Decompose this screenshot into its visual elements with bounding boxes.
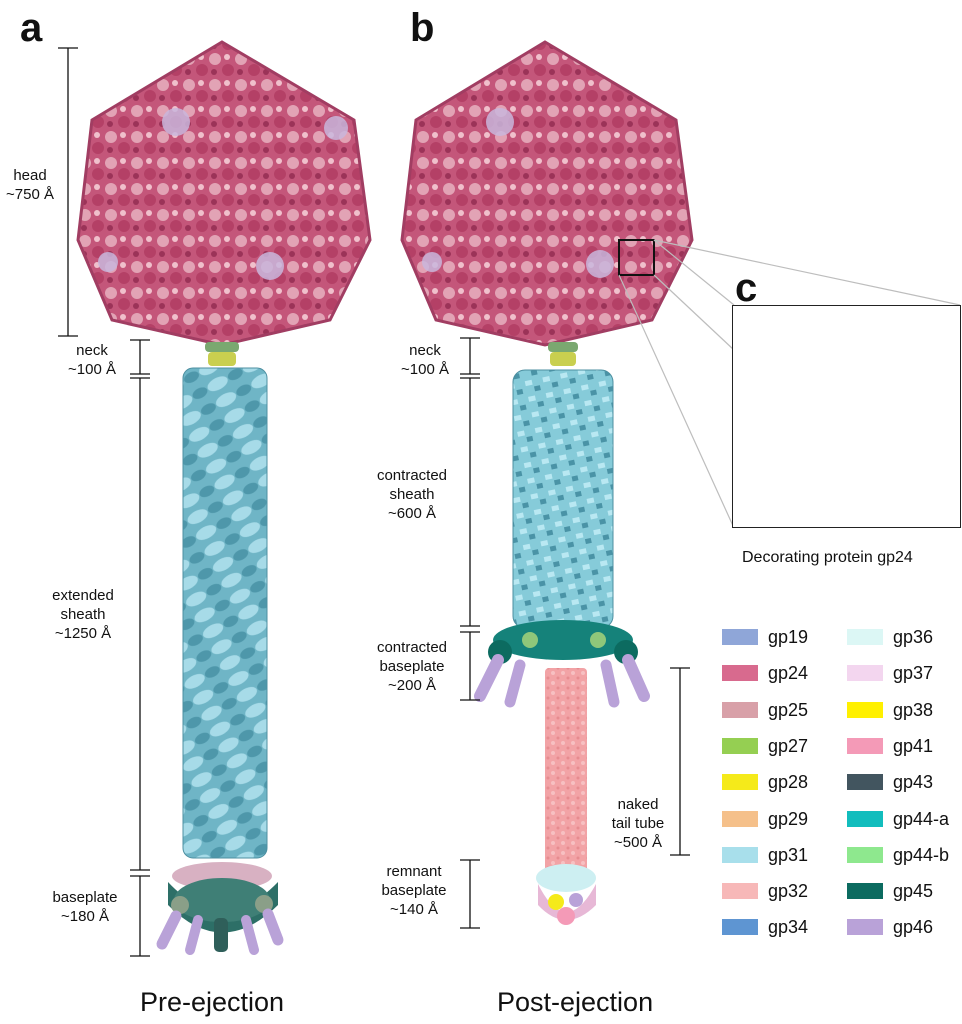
legend-label: gp45 <box>893 881 934 902</box>
legend-swatch <box>847 919 883 936</box>
legend-swatch <box>847 846 883 863</box>
legend-item: gp44-a <box>847 809 949 829</box>
legend-swatch <box>847 774 883 791</box>
legend-label: gp38 <box>893 699 934 720</box>
legend-item: gp41 <box>847 736 933 756</box>
legend-item: gp34 <box>722 917 808 937</box>
inset-panel-c <box>732 305 961 528</box>
legend-label: gp37 <box>893 663 934 684</box>
label-tube-b: naked tail tube ~500 Å <box>611 796 665 851</box>
panel-label-c: c <box>735 266 758 310</box>
head-capsid-a <box>76 40 372 347</box>
legend-item: gp37 <box>847 663 933 683</box>
legend-item: gp46 <box>847 917 933 937</box>
legend-label: gp32 <box>768 881 809 902</box>
legend-swatch <box>722 846 758 863</box>
legend-swatch <box>847 737 883 754</box>
neck-b <box>548 342 578 366</box>
legend-swatch <box>722 629 758 645</box>
scale-bars <box>58 47 690 957</box>
legend-swatch <box>847 629 883 645</box>
legend-swatch <box>722 810 758 827</box>
contracted-baseplate-b <box>474 620 650 708</box>
panel-label-b: b <box>410 6 435 50</box>
contracted-sheath-b <box>512 369 614 629</box>
legend-label: gp25 <box>768 699 809 720</box>
legend-swatch <box>847 810 883 827</box>
legend-swatch <box>847 701 883 718</box>
legend-label: gp28 <box>768 772 809 793</box>
legend-label: gp46 <box>893 917 934 938</box>
legend-item: gp24 <box>722 663 808 683</box>
legend-item: gp29 <box>722 809 808 829</box>
remnant-baseplate-b <box>536 864 596 925</box>
legend-item: gp31 <box>722 845 808 865</box>
legend-item: gp43 <box>847 772 933 792</box>
legend-swatch <box>847 665 883 682</box>
legend-swatch <box>722 737 758 754</box>
legend-item: gp27 <box>722 736 808 756</box>
label-baseplate-b: contracted baseplate ~200 Å <box>376 639 448 694</box>
legend-swatch <box>847 883 883 900</box>
legend-label: gp36 <box>893 627 934 647</box>
extended-sheath-a <box>182 367 268 859</box>
label-baseplate-a: baseplate ~180 Å <box>52 889 118 925</box>
label-sheath-a: extended sheath ~1250 Å <box>52 587 114 642</box>
legend-item: gp44-b <box>847 845 949 865</box>
legend-swatch <box>722 919 758 936</box>
head-capsid-b <box>400 40 694 347</box>
legend-label: gp19 <box>768 627 809 647</box>
caption-post-ejection: Post-ejection <box>497 987 654 1017</box>
legend-label: gp29 <box>768 808 809 829</box>
legend-item: gp25 <box>722 700 808 720</box>
naked-tail-tube-b <box>545 668 587 873</box>
legend-item: gp36 <box>847 627 933 647</box>
legend-label: gp44-b <box>893 844 950 865</box>
neck-a <box>205 342 239 366</box>
legend-label: gp27 <box>768 735 809 756</box>
legend-label: gp41 <box>893 735 934 756</box>
legend-label: gp44-a <box>893 808 950 829</box>
zoom-lines <box>618 239 961 529</box>
label-head-a: head ~750 Å <box>6 167 54 203</box>
legend-label: gp34 <box>768 917 809 938</box>
label-neck-a: neck ~100 Å <box>68 342 116 378</box>
legend-item: gp28 <box>722 772 808 792</box>
label-neck-b: neck ~100 Å <box>401 342 449 378</box>
legend-label: gp31 <box>768 844 809 865</box>
legend-item: gp45 <box>847 881 933 901</box>
legend-item: gp32 <box>722 881 808 901</box>
legend-item: gp19 <box>722 627 808 647</box>
baseplate-a <box>156 862 284 955</box>
legend-label: gp43 <box>893 772 934 793</box>
legend-item: gp38 <box>847 700 933 720</box>
legend-label: gp24 <box>768 663 809 684</box>
label-remnant-b: remnant baseplate ~140 Å <box>381 863 447 918</box>
inset-caption: Decorating protein gp24 <box>742 549 913 566</box>
panel-label-a: a <box>20 6 43 50</box>
label-sheath-b: contracted sheath ~600 Å <box>376 467 448 522</box>
legend-swatch <box>722 774 758 791</box>
caption-pre-ejection: Pre-ejection <box>140 987 285 1017</box>
legend-swatch <box>722 665 758 682</box>
legend-swatch <box>722 883 758 900</box>
legend-swatch <box>722 701 758 718</box>
